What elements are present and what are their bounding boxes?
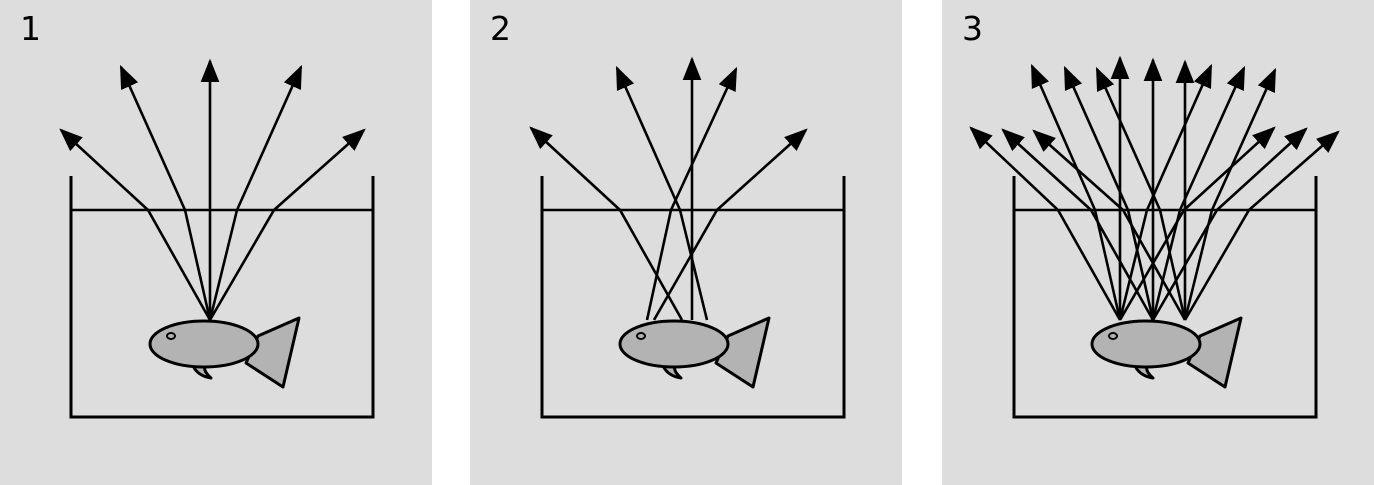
tank (1012, 176, 1318, 419)
light-rays (529, 56, 808, 321)
panel-1: 1 (0, 0, 432, 485)
panel-number: 1 (20, 9, 41, 48)
panel-3: 3 (942, 0, 1374, 485)
panel-number: 2 (490, 9, 511, 48)
light-rays (969, 55, 1340, 321)
fish-icon (148, 316, 301, 389)
tank (540, 176, 846, 419)
diagram-2 (529, 56, 846, 419)
light-rays (59, 58, 366, 321)
panel-2: 2 (470, 0, 902, 485)
fish-icon (618, 316, 771, 389)
tank (69, 176, 375, 419)
diagram-1 (59, 58, 375, 419)
diagram-3 (969, 55, 1340, 419)
panel-number: 3 (962, 9, 983, 48)
fish-icon (1090, 316, 1243, 389)
